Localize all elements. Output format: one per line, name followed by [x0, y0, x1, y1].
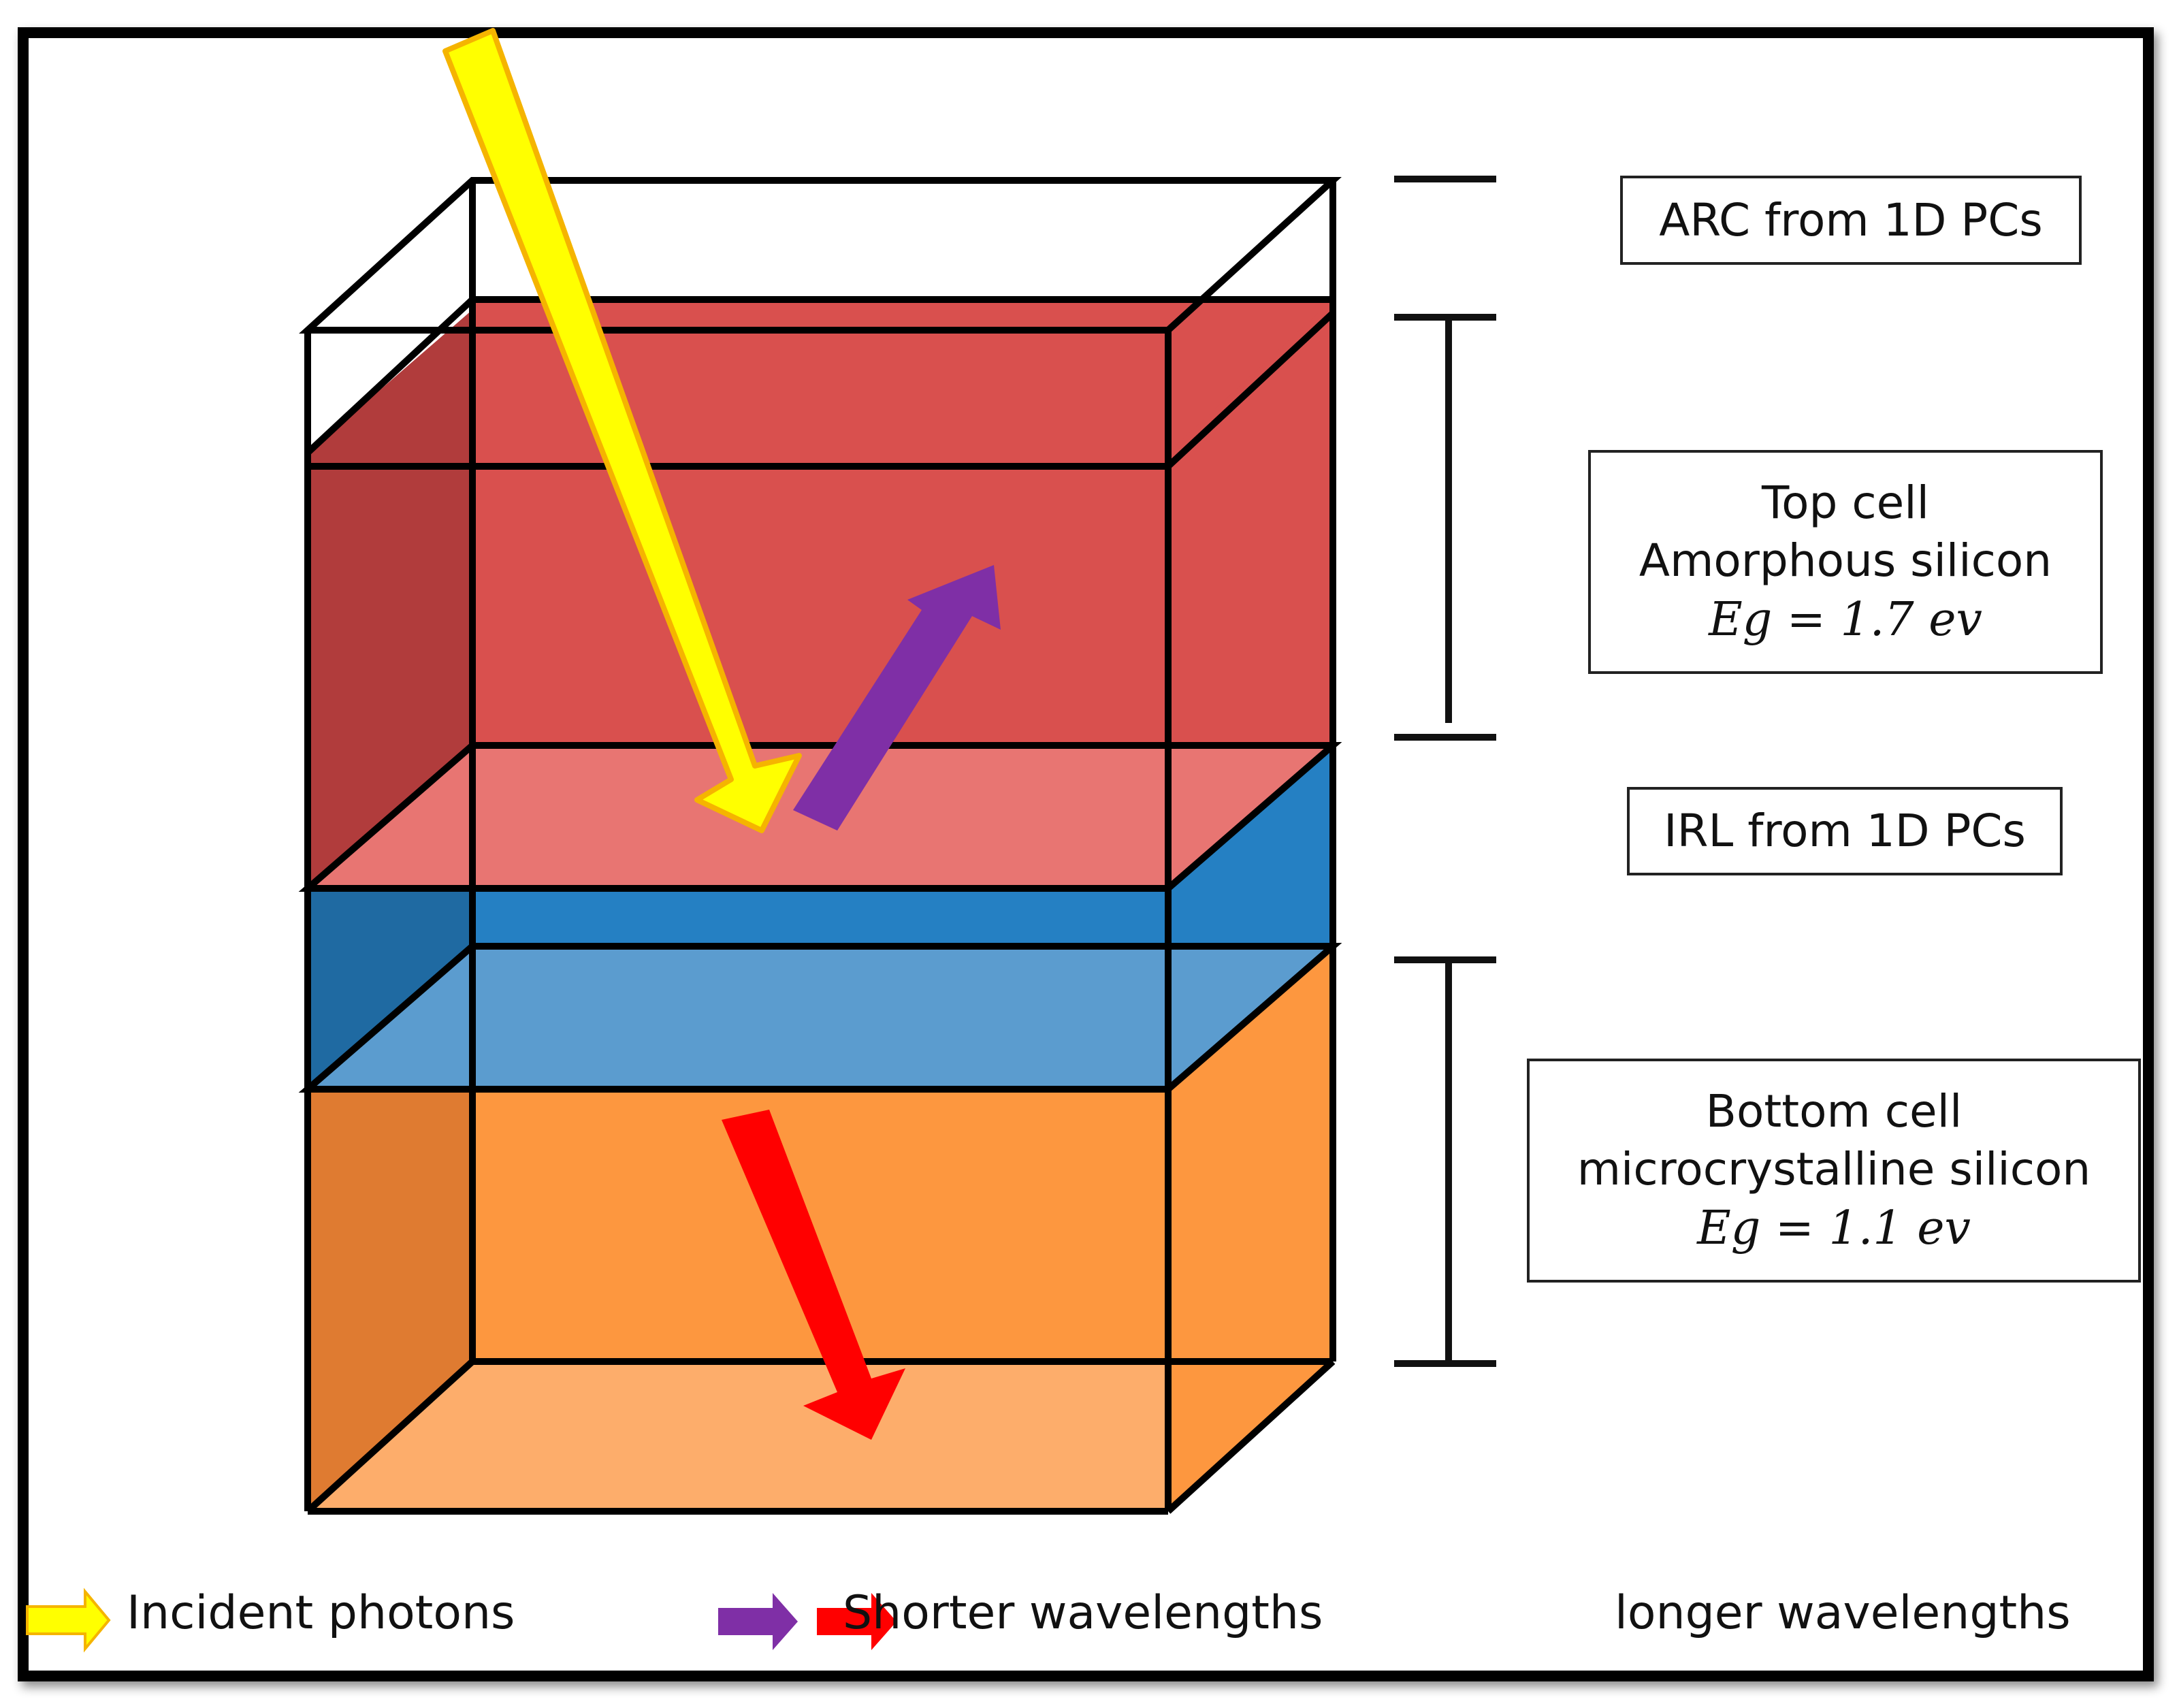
irl-floor — [308, 946, 1333, 1089]
irl-label: IRL from 1D PCs — [1627, 787, 2063, 875]
top-cell-title: Top cell — [1762, 476, 1929, 529]
arc-label: ARC from 1D PCs — [1620, 176, 2082, 265]
legend-incident-label: Incident photons — [127, 1586, 515, 1640]
legend-longer-label: longer wavelengths — [1615, 1586, 2071, 1640]
legend-shorter-label: Shorter wavelengths — [843, 1586, 1323, 1640]
top-cell-label: Top cell Amorphous silicon Eg = 1.7 ev — [1588, 450, 2103, 674]
top-cell-front-band — [472, 300, 1333, 453]
irl-label-text: IRL from 1D PCs — [1664, 805, 2026, 858]
bottom-cell-floor — [308, 1361, 1333, 1511]
legend-longer-arrow — [817, 1593, 897, 1650]
layer-markers — [1394, 176, 1496, 1367]
legend-shorter-arrow — [718, 1593, 798, 1650]
top-cell-bandgap: Eg = 1.7 ev — [1709, 593, 1982, 647]
bottom-cell-right-face — [1168, 946, 1333, 1511]
incident-photon-arrow — [442, 28, 802, 833]
figure-frame — [18, 27, 2154, 1681]
bottom-cell-bandgap: Eg = 1.1 ev — [1697, 1202, 1971, 1256]
top-cell-side-face — [308, 310, 472, 888]
box-wireframe — [298, 177, 1342, 1515]
legend-incident-arrow — [26, 1588, 111, 1653]
bottom-cell-title: Bottom cell — [1705, 1084, 1963, 1138]
shorter-wavelength-arrow — [793, 565, 1001, 831]
top-cell-material: Amorphous silicon — [1639, 534, 2052, 587]
longer-wavelength-arrow — [722, 1110, 905, 1440]
arc-label-text: ARC from 1D PCs — [1659, 193, 2043, 246]
top-cell-right-face — [1168, 300, 1333, 888]
bottom-cell-material: microcrystalline silicon — [1577, 1143, 2091, 1196]
bottom-cell-label: Bottom cell microcrystalline silicon Eg … — [1527, 1059, 2141, 1283]
